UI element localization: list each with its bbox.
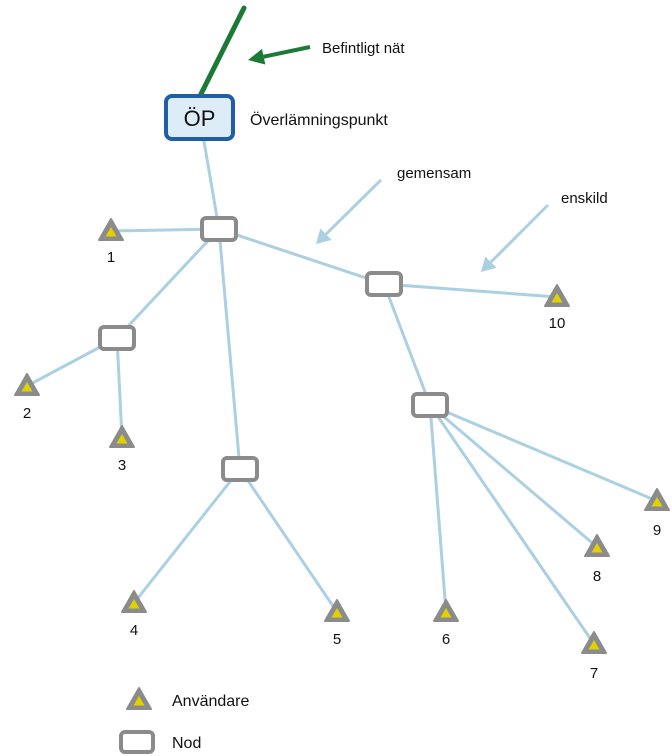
link-b-d bbox=[382, 282, 432, 407]
user-7-label: 7 bbox=[590, 665, 598, 682]
existing-network-line bbox=[197, 5, 247, 99]
link-d-u7 bbox=[428, 403, 596, 646]
user-triangle-icon bbox=[126, 687, 152, 710]
user-9-triangle-icon bbox=[644, 488, 670, 511]
user-8-triangle-icon bbox=[584, 534, 610, 557]
node-b bbox=[365, 271, 403, 297]
shared-label: gemensam bbox=[397, 165, 471, 182]
link-c-u3 bbox=[115, 336, 124, 440]
handover-point-label: ÖP bbox=[184, 106, 216, 131]
user-5-label: 5 bbox=[333, 631, 341, 648]
links-layer bbox=[25, 5, 659, 646]
user-1-label: 1 bbox=[107, 249, 115, 266]
node-e bbox=[221, 456, 259, 482]
link-b-u10 bbox=[382, 282, 559, 299]
user-6-label: 6 bbox=[442, 631, 450, 648]
shared-arrow bbox=[316, 178, 383, 244]
user-6-triangle-icon bbox=[433, 599, 459, 622]
link-d-u8 bbox=[428, 403, 599, 549]
user-9-label: 9 bbox=[653, 522, 661, 539]
handover-point-box: ÖP bbox=[164, 94, 235, 141]
user-1-triangle-icon bbox=[98, 218, 124, 241]
legend-user-label: Användare bbox=[172, 693, 249, 710]
link-a-b bbox=[217, 227, 386, 286]
user-3-triangle-icon bbox=[109, 425, 135, 448]
node-c bbox=[98, 325, 136, 351]
link-e-u5 bbox=[238, 467, 339, 614]
link-d-u9 bbox=[428, 403, 659, 503]
user-2-triangle-icon bbox=[14, 373, 40, 396]
individual-label: enskild bbox=[561, 190, 608, 207]
user-10-label: 10 bbox=[549, 315, 566, 332]
user-5-triangle-icon bbox=[324, 599, 350, 622]
user-2-label: 2 bbox=[23, 405, 31, 422]
arrows-layer bbox=[248, 45, 550, 272]
individual-arrow bbox=[481, 203, 550, 272]
users-layer: 1 2 3 4 5 6 7 8 9 10 bbox=[14, 218, 670, 682]
link-d-u6 bbox=[428, 403, 448, 614]
existing-network-label: Befintligt nät bbox=[322, 40, 405, 57]
user-10-triangle-icon bbox=[544, 284, 570, 307]
link-a-e bbox=[217, 227, 242, 471]
handover-point-frame bbox=[164, 94, 235, 141]
user-3-label: 3 bbox=[118, 457, 126, 474]
node-box-icon bbox=[119, 730, 155, 754]
legend-user-triangle bbox=[126, 687, 152, 710]
legend-node-label: Nod bbox=[172, 735, 201, 752]
nodes-layer bbox=[98, 216, 449, 482]
legend: Användare Nod bbox=[119, 687, 249, 754]
user-7-triangle-icon bbox=[581, 631, 607, 654]
link-e-u4 bbox=[132, 467, 242, 605]
user-4-triangle-icon bbox=[121, 590, 147, 613]
user-8-label: 8 bbox=[593, 568, 601, 585]
node-a bbox=[200, 216, 238, 242]
handover-point-caption: Överlämningspunkt bbox=[250, 111, 388, 129]
user-4-label: 4 bbox=[130, 622, 138, 639]
existing-network-arrow bbox=[248, 45, 311, 65]
node-d bbox=[411, 392, 449, 418]
link-a-c bbox=[115, 227, 221, 340]
